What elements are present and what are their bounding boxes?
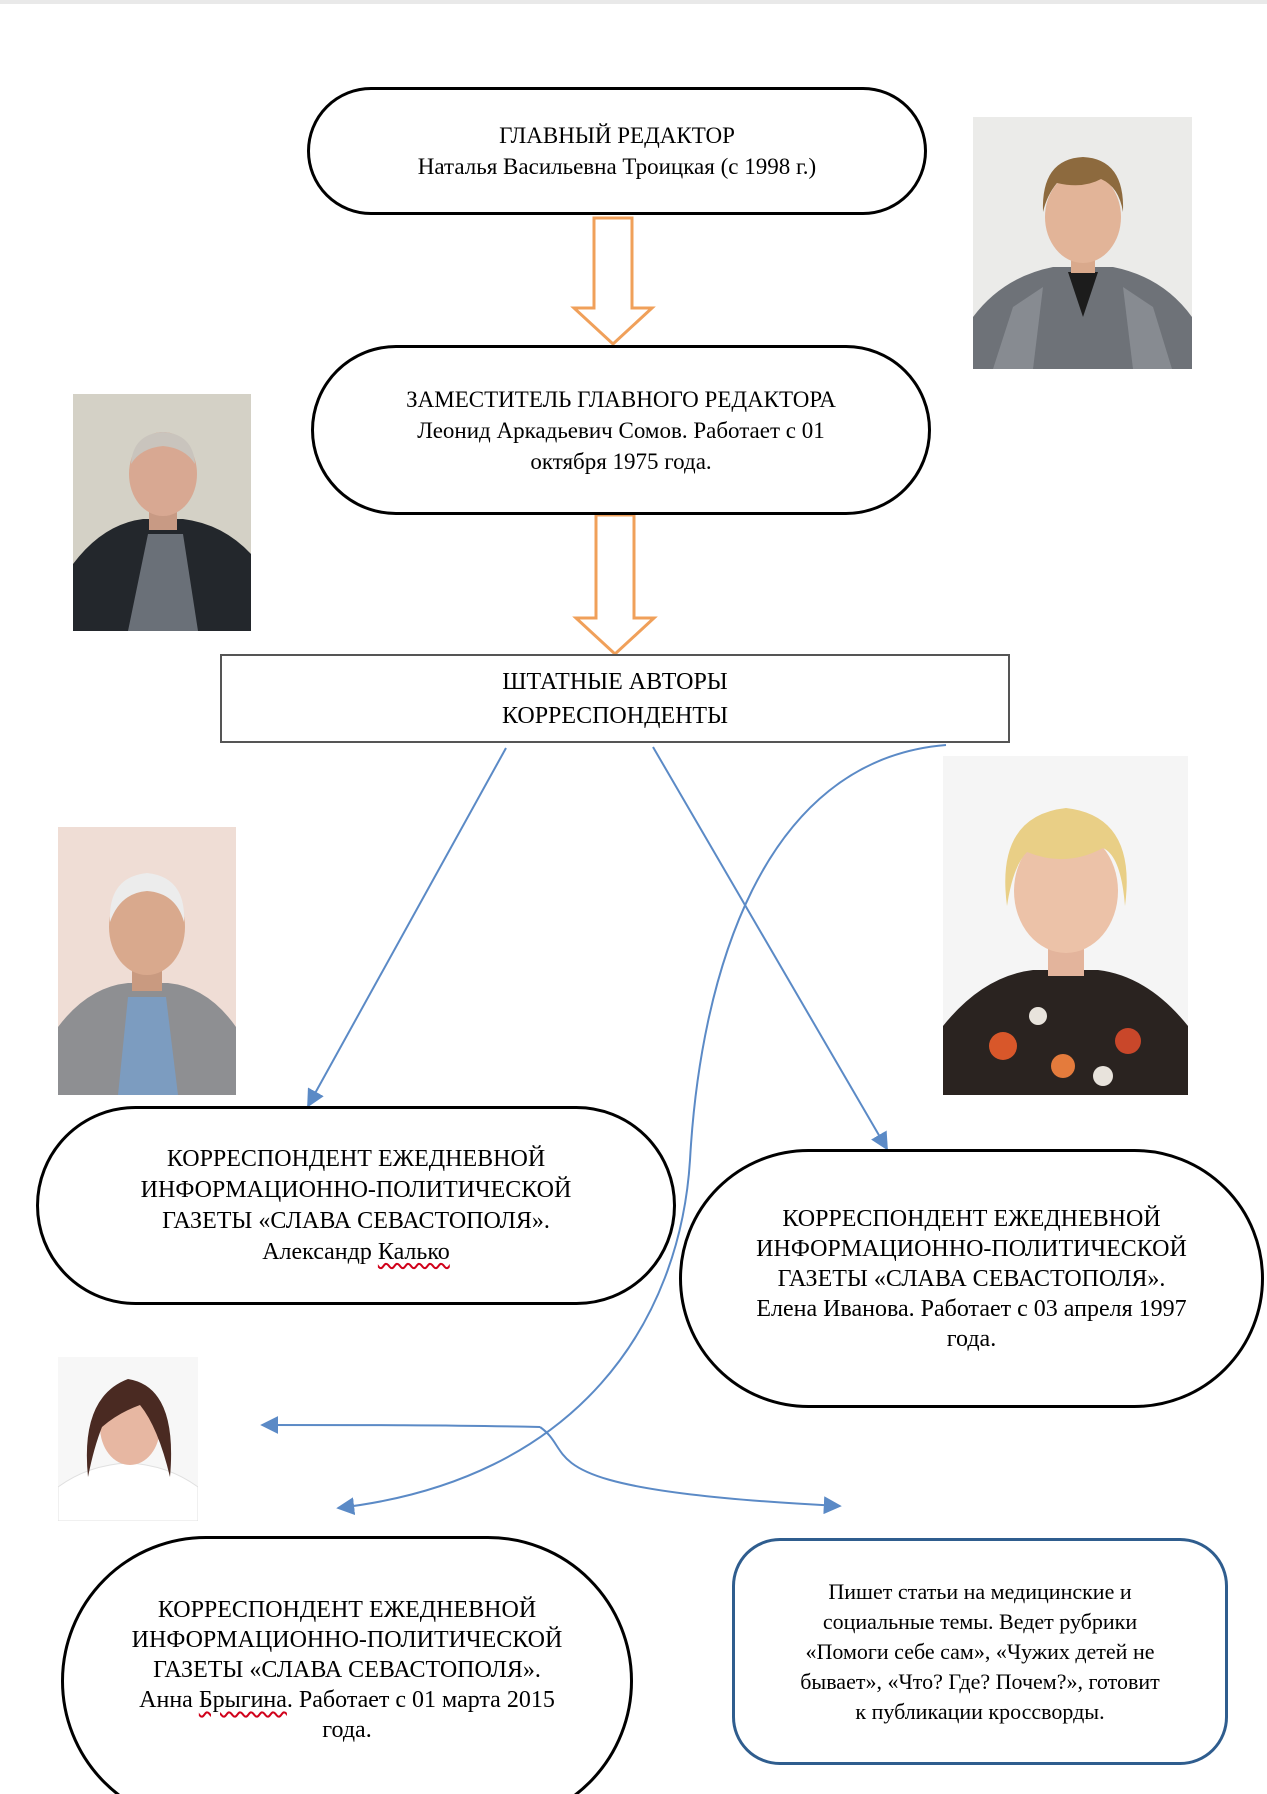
deputy-editor-node: ЗАМЕСТИТЕЛЬ ГЛАВНОГО РЕДАКТОРА Леонид Ар… bbox=[311, 345, 931, 515]
brygina-line1: КОРРЕСПОНДЕНТ ЕЖЕДНЕВНОЙ bbox=[157, 1597, 537, 1623]
portrait-woman-icon bbox=[973, 117, 1192, 369]
deputy-editor-line3: октября 1975 года. bbox=[530, 448, 712, 474]
connector-photo-to-description bbox=[539, 1426, 842, 1515]
hollow-arrow-editor-to-deputy bbox=[570, 216, 656, 347]
staff-authors-node: ШТАТНЫЕ АВТОРЫ КОРРЕСПОНДЕНТЫ bbox=[220, 654, 1010, 743]
kalko-surname: Калько bbox=[377, 1238, 450, 1265]
deputy-editor-line2: Леонид Аркадьевич Сомов. Работает с 01 bbox=[417, 417, 825, 443]
kalko-name-line: Александр Калько bbox=[262, 1237, 450, 1268]
ivanova-line3: ГАЗЕТЫ «СЛАВА СЕВАСТОПОЛЯ». bbox=[777, 1265, 1166, 1292]
connector-staff-to-kalko bbox=[307, 747, 507, 1108]
connector-staff-to-ivanova bbox=[652, 746, 888, 1151]
ivanova-line5: года. bbox=[946, 1325, 997, 1352]
description-line1: Пишет статьи на медицинские и bbox=[828, 1578, 1132, 1604]
correspondent-kalko-node: КОРРЕСПОНДЕНТ ЕЖЕДНЕВНОЙ ИНФОРМАЦИОННО-П… bbox=[36, 1106, 676, 1305]
ivanova-line4: Елена Иванова. Работает с 03 апреля 1997 bbox=[756, 1295, 1187, 1322]
photo-correspondent-ivanova bbox=[943, 756, 1188, 1095]
description-line3: «Помоги себе сам», «Чужих детей не bbox=[805, 1638, 1155, 1664]
correspondent-ivanova-node: КОРРЕСПОНДЕНТ ЕЖЕДНЕВНОЙ ИНФОРМАЦИОННО-П… bbox=[679, 1149, 1264, 1408]
photo-deputy-editor bbox=[73, 394, 251, 631]
photo-chief-editor bbox=[973, 117, 1192, 369]
kalko-first-name: Александр bbox=[262, 1238, 372, 1265]
description-line4: бывает», «Что? Где? Почем?», готовит bbox=[800, 1668, 1160, 1694]
chief-editor-node: ГЛАВНЫЙ РЕДАКТОР Наталья Васильевна Трои… bbox=[307, 87, 927, 215]
brygina-rest: . Работает с 01 марта 2015 bbox=[286, 1687, 555, 1713]
staff-authors-line2: КОРРЕСПОНДЕНТЫ bbox=[501, 702, 729, 729]
brygina-line5: года. bbox=[322, 1717, 372, 1743]
description-line2: социальные темы. Ведет рубрики bbox=[822, 1608, 1138, 1634]
ivanova-line2: ИНФОРМАЦИОННО-ПОЛИТИЧЕСКОЙ bbox=[756, 1235, 1187, 1262]
brygina-surname: Брыгина bbox=[198, 1687, 287, 1713]
portrait-woman-icon bbox=[943, 756, 1188, 1095]
photo-correspondent-brygina bbox=[58, 1357, 198, 1521]
brygina-line2: ИНФОРМАЦИОННО-ПОЛИТИЧЕСКОЙ bbox=[131, 1627, 563, 1653]
portrait-man-icon bbox=[73, 394, 251, 631]
deputy-editor-title: ЗАМЕСТИТЕЛЬ ГЛАВНОГО РЕДАКТОРА bbox=[406, 386, 836, 412]
brygina-name-line: Анна Брыгина. Работает с 01 марта 2015 bbox=[139, 1685, 555, 1715]
hollow-arrow-deputy-to-staff bbox=[572, 513, 658, 657]
description-node: Пишет статьи на медицинские и социальные… bbox=[732, 1538, 1228, 1765]
connector-back-to-photo bbox=[260, 1416, 541, 1435]
kalko-line1: КОРРЕСПОНДЕНТ ЕЖЕДНЕВНОЙ bbox=[166, 1145, 546, 1172]
staff-authors-line1: ШТАТНЫЕ АВТОРЫ bbox=[502, 668, 728, 695]
brygina-first-name: Анна bbox=[139, 1687, 193, 1713]
kalko-line2: ИНФОРМАЦИОННО-ПОЛИТИЧЕСКОЙ bbox=[140, 1176, 572, 1203]
description-line5: к публикации кроссворды. bbox=[855, 1698, 1105, 1724]
kalko-line3: ГАЗЕТЫ «СЛАВА СЕВАСТОПОЛЯ». bbox=[162, 1207, 550, 1234]
portrait-woman-icon bbox=[58, 1357, 198, 1521]
brygina-line3: ГАЗЕТЫ «СЛАВА СЕВАСТОПОЛЯ». bbox=[153, 1657, 541, 1683]
chief-editor-name: Наталья Васильевна Троицкая (с 1998 г.) bbox=[417, 154, 817, 179]
photo-correspondent-kalko bbox=[58, 827, 236, 1095]
correspondent-brygina-node: КОРРЕСПОНДЕНТ ЕЖЕДНЕВНОЙ ИНФОРМАЦИОННО-П… bbox=[61, 1536, 633, 1794]
portrait-man-icon bbox=[58, 827, 236, 1095]
connector-staff-to-brygina bbox=[336, 744, 947, 1516]
chief-editor-title: ГЛАВНЫЙ РЕДАКТОР bbox=[499, 123, 735, 148]
ivanova-line1: КОРРЕСПОНДЕНТ ЕЖЕДНЕВНОЙ bbox=[782, 1205, 1161, 1232]
